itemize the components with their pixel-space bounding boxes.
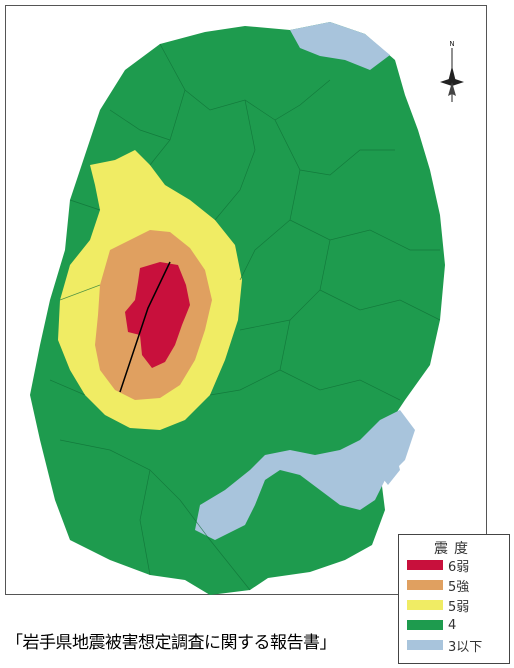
legend-swatch	[407, 620, 443, 630]
legend-label: 3以下	[448, 639, 483, 655]
legend-item-3-or-less: 3以下	[407, 637, 483, 655]
compass-north-label: N	[449, 40, 454, 48]
legend-label: 6弱	[448, 559, 470, 575]
legend-item-6weak: 6弱	[407, 557, 470, 575]
legend-swatch	[407, 580, 443, 590]
region-intensity-3-east	[376, 445, 400, 485]
fault-line	[119, 261, 171, 393]
legend-item-5weak: 5弱	[407, 597, 470, 615]
legend-label: 4	[448, 617, 457, 633]
compass-rose-icon: N	[440, 40, 464, 102]
legend-swatch	[407, 560, 443, 570]
intensity-legend: 震度 6弱 5強 5弱 4 3以下	[398, 534, 510, 664]
legend-title: 震度	[434, 541, 474, 557]
legend-item-4: 4	[407, 617, 456, 633]
legend-item-5strong: 5強	[407, 577, 470, 595]
source-caption: 「岩手県地震被害想定調査に関する報告書」	[6, 633, 337, 653]
region-intensity-6weak	[125, 262, 190, 368]
legend-swatch	[407, 600, 443, 610]
legend-label: 5弱	[448, 599, 470, 615]
legend-label: 5強	[448, 579, 470, 595]
municipal-boundaries	[49, 43, 441, 591]
region-intensity-3-northeast	[290, 22, 390, 70]
legend-swatch	[407, 640, 443, 650]
region-intensity-3-southeast	[195, 410, 415, 540]
